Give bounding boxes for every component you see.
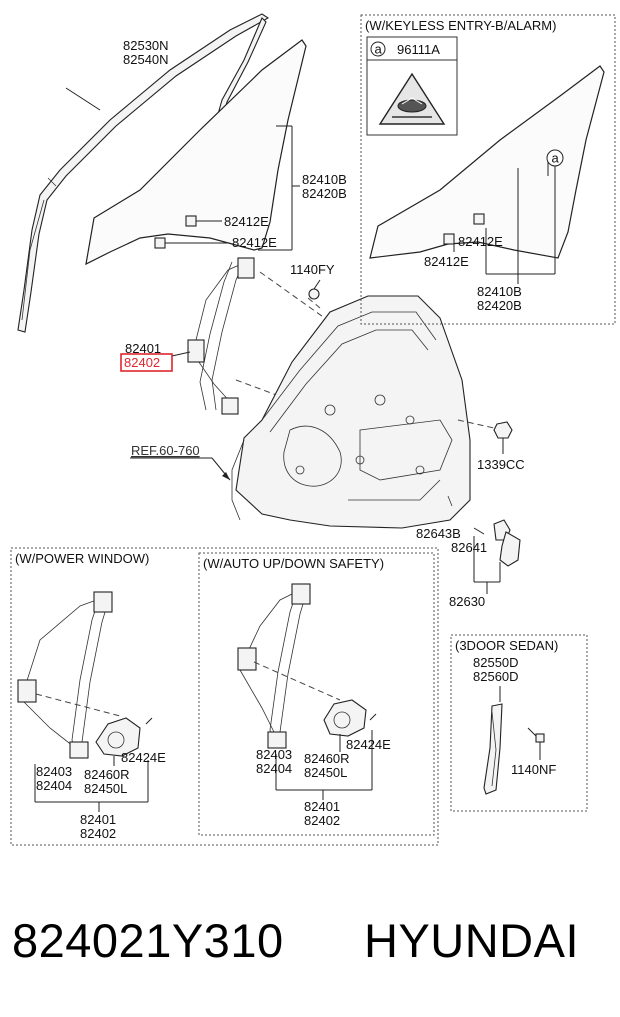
marker-a-letter: a <box>375 42 383 57</box>
auto-motor-label-1: 82460R <box>304 751 350 766</box>
marker-part-number: 96111A <box>397 42 440 57</box>
auto-header: (W/AUTO UP/DOWN SAFETY) <box>203 556 384 571</box>
keyless-glass-label-1: 82410B <box>477 284 522 299</box>
callout-regulator-82401: 82401 <box>125 341 161 356</box>
footer-part-number: 824021Y310 <box>12 914 284 967</box>
power-motor-label-1: 82460R <box>84 767 130 782</box>
main-assembly <box>17 13 521 594</box>
callout-clip-2: 82412E <box>232 235 277 250</box>
grommet-1339cc <box>457 419 513 454</box>
callout-ref: REF.60-760 <box>131 443 200 458</box>
callout-bolt-1140fy: 1140FY <box>290 262 335 277</box>
auto-motor <box>323 699 377 737</box>
sedan-channel-label-1: 82550D <box>473 655 519 670</box>
callout-glass-run-1: 82530N <box>123 38 169 53</box>
callout-glass-1: 82410B <box>302 172 347 187</box>
callout-regulator-82402: 82402 <box>124 355 160 370</box>
power-motor <box>95 717 153 757</box>
power-assy-label-1: 82401 <box>80 812 116 827</box>
keyless-clip-upper <box>473 213 485 225</box>
auto-motor-label-2: 82450L <box>304 765 347 780</box>
keyless-clip-2-label: 82412E <box>424 254 469 269</box>
outside-handle <box>447 495 521 594</box>
handle-part-82630 <box>499 531 521 567</box>
power-window-panel: (W/POWER WINDOW) 82403 82404 82460R 8245… <box>10 547 439 846</box>
power-regulator <box>17 591 121 759</box>
auto-panel: (W/AUTO UP/DOWN SAFETY) 82403 82404 8246… <box>198 552 435 836</box>
auto-regulator-label-2: 82404 <box>256 761 292 776</box>
power-motor-label-2: 82450L <box>84 781 127 796</box>
keyless-glass <box>369 65 605 259</box>
callout-handle-82641: 82641 <box>451 540 487 555</box>
power-regulator-label-2: 82404 <box>36 778 72 793</box>
callout-clip-1: 82412E <box>224 214 269 229</box>
auto-assy-label-2: 82402 <box>304 813 340 828</box>
regulator-bottom-bracket <box>221 397 239 415</box>
window-regulator-main <box>171 257 255 415</box>
ref-arrow <box>130 457 231 481</box>
door-glass <box>85 39 307 266</box>
callout-glass-run-2: 82540N <box>123 52 169 67</box>
marker-a-circle <box>370 41 386 57</box>
regulator-top-bracket <box>237 257 255 279</box>
keyless-panel: (W/KEYLESS ENTRY-B/ALARM) a 96111A a 824… <box>360 14 616 325</box>
bolt-1140fy <box>308 279 321 300</box>
power-header: (W/POWER WINDOW) <box>15 551 149 566</box>
highlighted-part: 82402 <box>120 353 173 372</box>
callout-handle-82643b: 82643B <box>416 526 461 541</box>
auto-screw-label: 82424E <box>346 737 391 752</box>
power-screw-label: 82424E <box>121 750 166 765</box>
power-assy-label-2: 82402 <box>80 826 116 841</box>
auto-regulator <box>237 583 341 749</box>
glass-clip-upper <box>185 215 197 227</box>
keyless-clip-lower <box>443 233 455 245</box>
callout-glass-2: 82420B <box>302 186 347 201</box>
sedan-bolt-label: 1140NF <box>511 762 556 777</box>
sedan-channel-label-2: 82560D <box>473 669 519 684</box>
alarm-sticker-icon <box>378 72 446 125</box>
callout-handle-82630: 82630 <box>449 594 485 609</box>
sedan-bolt <box>527 727 545 760</box>
sedan-panel: (3DOOR SEDAN) 82550D 82560D 1140NF <box>450 634 588 812</box>
keyless-clip-1-label: 82412E <box>458 234 503 249</box>
sedan-channel <box>483 703 503 795</box>
sedan-header: (3DOOR SEDAN) <box>455 638 558 653</box>
power-regulator-label-1: 82403 <box>36 764 72 779</box>
glass-clip-lower <box>154 237 166 249</box>
door-inner-panel <box>231 295 471 529</box>
label-sticker-box <box>366 36 458 136</box>
highlight-box <box>120 353 173 372</box>
glass-marker-letter: a <box>552 151 560 166</box>
regulator-mid-bracket <box>187 339 205 363</box>
callout-grommet: 1339CC <box>477 457 525 472</box>
keyless-header: (W/KEYLESS ENTRY-B/ALARM) <box>365 18 556 33</box>
keyless-glass-label-2: 82420B <box>477 298 522 313</box>
footer-brand: HYUNDAI <box>364 914 579 967</box>
auto-assy-label-1: 82401 <box>304 799 340 814</box>
auto-regulator-label-1: 82403 <box>256 747 292 762</box>
